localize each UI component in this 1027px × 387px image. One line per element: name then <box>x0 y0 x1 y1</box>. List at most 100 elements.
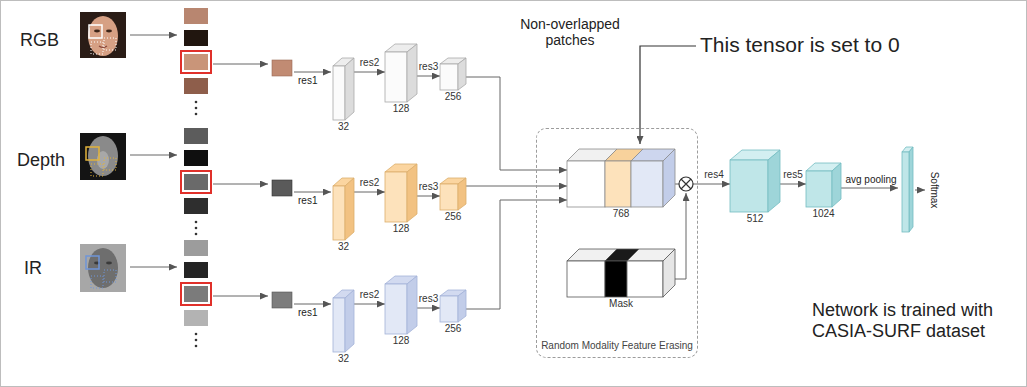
flow-arrow <box>130 35 925 304</box>
patch-column <box>184 128 208 144</box>
channel-count: 128 <box>393 335 410 347</box>
patch-column <box>181 51 211 73</box>
ir-face <box>106 262 112 265</box>
layer-label: res3 <box>418 181 439 193</box>
modality-label: Depth <box>17 150 65 171</box>
multiply-symbol <box>681 179 691 189</box>
channel-count: 256 <box>445 323 462 335</box>
patch-column <box>184 240 208 256</box>
rgb-face <box>80 12 126 58</box>
patch-column <box>184 310 208 326</box>
depth-face <box>91 164 103 176</box>
layer-label: res1 <box>298 307 317 319</box>
flow-arrow <box>294 72 331 73</box>
block-face <box>567 161 605 207</box>
patch-column <box>181 283 211 305</box>
block-face <box>385 52 407 102</box>
patch-column <box>184 198 208 214</box>
patch-column <box>195 233 198 236</box>
selected-patch <box>272 180 292 196</box>
patch-column <box>184 262 208 278</box>
layer-label: res4 <box>703 169 724 181</box>
block-side <box>345 58 354 120</box>
flow-arrow <box>130 35 177 36</box>
block-side <box>768 150 780 212</box>
modality-label: RGB <box>20 30 59 51</box>
patch-column <box>184 78 208 94</box>
depth-face <box>104 158 116 170</box>
patch-column <box>195 227 198 230</box>
connector-arrow <box>417 76 440 77</box>
block-face <box>385 172 407 222</box>
flow-arrow <box>130 267 177 268</box>
ir-face <box>80 244 126 292</box>
note-text: Network is trained with CASIA-SURF datas… <box>812 300 1022 341</box>
channel-count: 32 <box>338 241 349 253</box>
pooled-vector <box>902 152 909 232</box>
erasing-region: Random Modality Feature Erasing768Mask <box>536 128 698 358</box>
block-face <box>631 161 663 207</box>
feature-block: 32 <box>333 58 354 134</box>
block-face <box>333 298 345 352</box>
layer-label: res1 <box>298 75 317 87</box>
channel-count: 32 <box>338 353 349 365</box>
block-shape <box>567 249 676 298</box>
feature-block: 128 <box>385 44 417 116</box>
depth-face <box>86 147 99 160</box>
selected-patch <box>272 60 292 308</box>
patch-column <box>184 286 208 302</box>
channel-count: 1024 <box>812 208 834 220</box>
flow-arrow <box>213 64 268 65</box>
selected-patch <box>272 292 292 308</box>
block-side <box>458 290 466 322</box>
block-face <box>567 261 605 297</box>
rgb-face <box>80 12 126 58</box>
selected-patch <box>272 60 292 76</box>
modality-label: IR <box>24 258 42 279</box>
block-side <box>345 290 354 352</box>
feature-block: 128 <box>385 164 417 236</box>
layer-label: res1 <box>298 195 317 207</box>
multiply-symbol <box>679 177 693 191</box>
block-face <box>730 160 768 212</box>
patch-column <box>184 8 208 24</box>
layer-label: res5 <box>782 169 803 181</box>
connector-arrow <box>354 72 385 73</box>
block-shape <box>333 58 355 121</box>
ir-face <box>104 270 116 282</box>
block-shape <box>806 163 842 208</box>
depth-face <box>80 133 126 180</box>
connector-arrow <box>466 77 567 170</box>
channel-count: 32 <box>338 121 349 133</box>
feature-block: 256 <box>440 290 466 336</box>
block-side <box>458 58 466 90</box>
rgb-face <box>106 30 112 33</box>
layer-label: res2 <box>359 289 380 301</box>
block-face <box>806 171 832 207</box>
ir-face <box>91 276 103 288</box>
depth-face <box>80 133 126 180</box>
patch-column <box>195 101 198 104</box>
patch-column <box>195 113 198 116</box>
rgb-face <box>88 16 118 56</box>
ir-face <box>88 248 118 288</box>
block-side <box>345 178 354 240</box>
patch-column <box>195 345 198 348</box>
patch-column <box>184 174 208 190</box>
rgb-face <box>89 25 102 38</box>
feature-block: 512 <box>730 150 780 226</box>
block-face <box>333 186 345 240</box>
multiply-symbol <box>679 177 693 191</box>
feature-block: 256 <box>440 178 466 224</box>
block-shape <box>567 149 676 208</box>
flow-arrow <box>841 188 898 189</box>
feature-block: 32 <box>333 290 354 366</box>
block-shape <box>440 290 467 323</box>
rgb-face <box>91 42 103 54</box>
connector-arrow <box>466 200 567 309</box>
layer-label: res3 <box>418 61 439 73</box>
block-shape <box>333 178 355 241</box>
channel-count: 128 <box>393 223 410 235</box>
rgb-face <box>94 30 100 33</box>
